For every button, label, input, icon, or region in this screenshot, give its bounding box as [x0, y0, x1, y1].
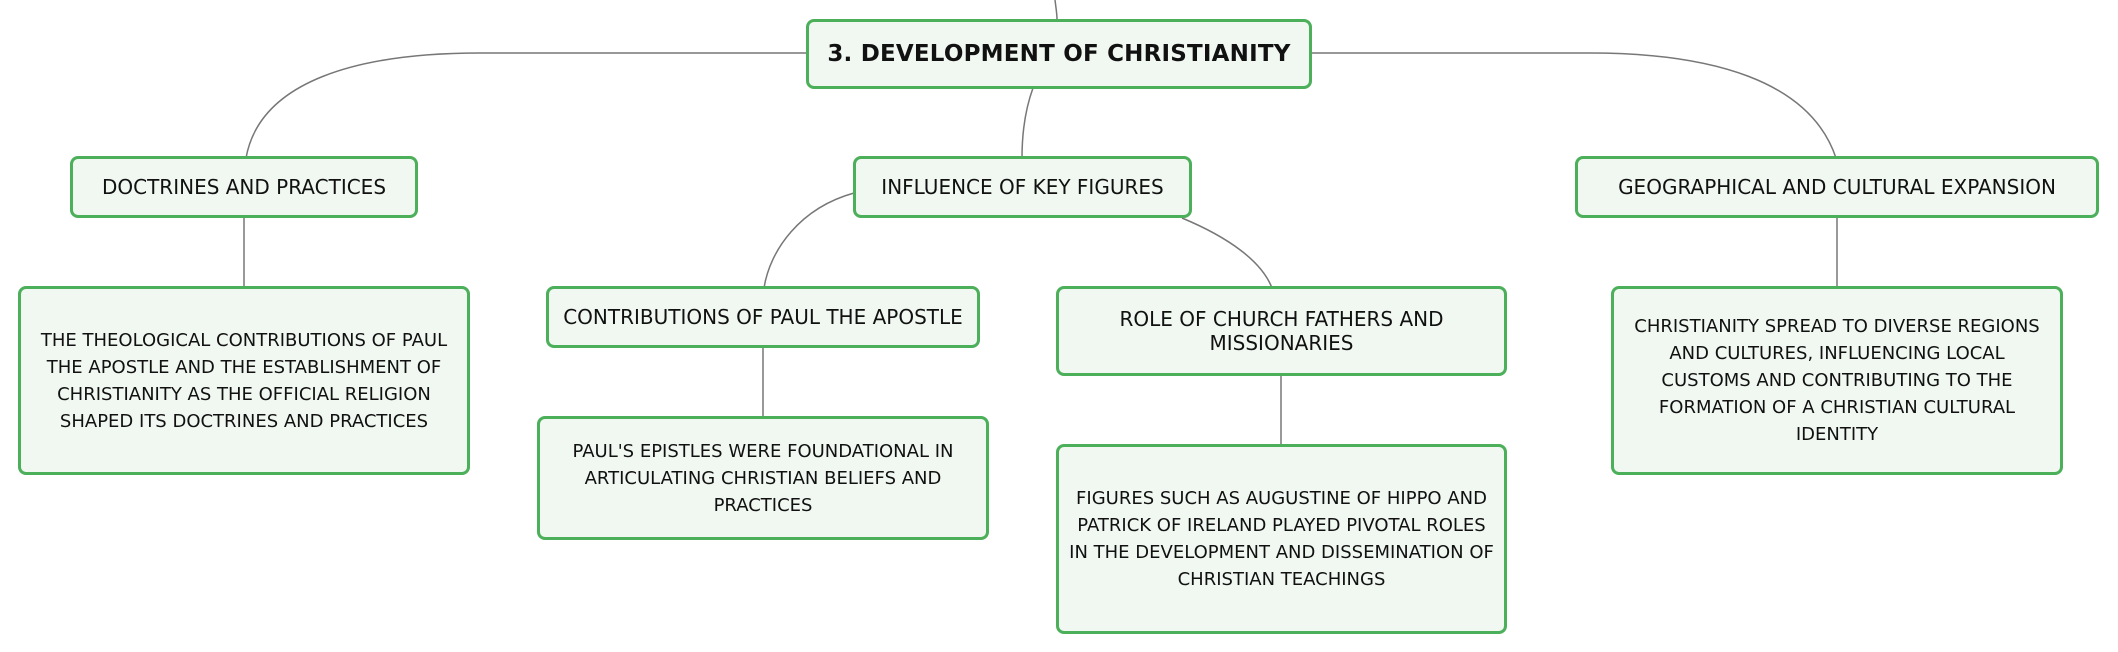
root-label: 3. DEVELOPMENT OF CHRISTIANITY	[827, 41, 1291, 67]
detail-text: PAUL'S EPISTLES WERE FOUNDATIONAL IN ART…	[572, 440, 954, 516]
subtopic-church-fathers-and-missionaries[interactable]: ROLE OF CHURCH FATHERS AND MISSIONARIES	[1056, 286, 1507, 376]
connector-root-to-expansion	[1310, 52, 1837, 159]
subtopic-contributions-of-paul[interactable]: CONTRIBUTIONS OF PAUL THE APOSTLE	[546, 286, 980, 348]
detail-text: CHRISTIANITY SPREAD TO DIVERSE REGIONS A…	[1634, 316, 2040, 445]
connector-figures-to-paul	[763, 192, 855, 289]
connector-root-to-doctrines	[245, 52, 806, 159]
connector-figures-to-fathers	[1181, 217, 1273, 289]
detail-augustine-and-patrick[interactable]: FIGURES SUCH AS AUGUSTINE OF HIPPO AND P…	[1056, 444, 1507, 634]
branch-geographical-and-cultural-expansion[interactable]: GEOGRAPHICAL AND CULTURAL EXPANSION	[1575, 156, 2099, 218]
branch-label: INFLUENCE OF KEY FIGURES	[881, 175, 1164, 199]
branch-doctrines-and-practices[interactable]: DOCTRINES AND PRACTICES	[70, 156, 418, 218]
detail-text: THE THEOLOGICAL CONTRIBUTIONS OF PAUL TH…	[40, 329, 448, 432]
branch-label: DOCTRINES AND PRACTICES	[101, 175, 387, 199]
detail-text: FIGURES SUCH AS AUGUSTINE OF HIPPO AND P…	[1069, 488, 1494, 590]
detail-doctrines-and-practices[interactable]: THE THEOLOGICAL CONTRIBUTIONS OF PAUL TH…	[18, 286, 470, 475]
root-node[interactable]: 3. DEVELOPMENT OF CHRISTIANITY	[806, 19, 1312, 89]
subtopic-label: CONTRIBUTIONS OF PAUL THE APOSTLE	[563, 305, 963, 329]
connector-top-stub	[1054, 0, 1058, 20]
subtopic-label: ROLE OF CHURCH FATHERS AND MISSIONARIES	[1119, 307, 1444, 355]
detail-geographical-expansion[interactable]: CHRISTIANITY SPREAD TO DIVERSE REGIONS A…	[1611, 286, 2063, 475]
detail-pauls-epistles[interactable]: PAUL'S EPISTLES WERE FOUNDATIONAL IN ART…	[537, 416, 989, 540]
branch-label: GEOGRAPHICAL AND CULTURAL EXPANSION	[1618, 175, 2056, 199]
branch-influence-of-key-figures[interactable]: INFLUENCE OF KEY FIGURES	[853, 156, 1192, 218]
connector-root-to-figures	[1021, 87, 1034, 159]
